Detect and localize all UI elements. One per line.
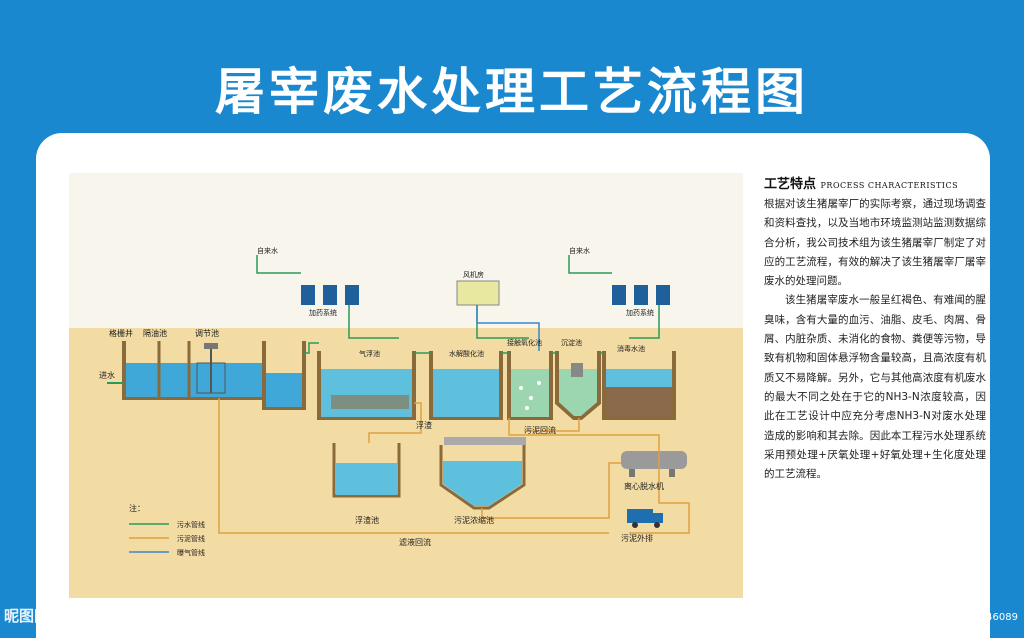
label-water-supply-right: 自来水	[569, 246, 590, 255]
label-sludge-out: 污泥外排	[621, 533, 653, 543]
image-id: ID:2554946 NO:20200408104245646089	[810, 612, 1018, 623]
hydrolysis-tank	[429, 351, 503, 420]
label-inlet: 进水	[99, 370, 115, 380]
watermark: 昵图网 www.nipic.com	[4, 607, 182, 625]
label-scum: 浮渣	[416, 420, 432, 430]
side-paragraph-2: 该生猪屠宰废水一般呈红褐色、有难闻的腥臭味，含有大量的血污、油脂、皮毛、肉屑、骨…	[764, 294, 986, 481]
legend-item-sludge: 污泥管线	[177, 534, 205, 543]
legend: 注： 污水管线 污泥管线 曝气管线	[129, 503, 205, 557]
legend-title: 注：	[129, 503, 145, 513]
label-contact-oxidation: 接触氧化池	[507, 338, 542, 347]
side-heading-cn: 工艺特点	[764, 177, 817, 192]
label-grille-well: 格栅井	[109, 328, 133, 338]
label-dosing-left: 加药系统	[309, 308, 337, 317]
label-filtrate-return: 滤液回流	[399, 537, 431, 547]
label-sludge-return: 污泥回流	[524, 425, 556, 435]
label-dosing-right: 加药系统	[626, 308, 654, 317]
disinfection-tank	[602, 351, 676, 420]
side-paragraph-1: 根据对该生猪屠宰厂的实际考察，通过现场调查和资料查找，以及当地市环境监测站监测数…	[764, 198, 986, 288]
legend-item-aeration: 曝气管线	[177, 548, 205, 557]
blower-house	[456, 280, 500, 306]
label-disinfection: 消毒水池	[617, 344, 645, 353]
label-hydrolysis: 水解酸化池	[449, 349, 484, 358]
label-oil-tank: 隔油池	[143, 328, 167, 338]
contact-oxidation-tank	[507, 351, 553, 420]
content-card: 自来水 自来水 加药系统 加药系统 风机房 格栅井 隔油池 调节池 进水 气浮池…	[36, 133, 990, 638]
sedimentation-tank	[555, 351, 601, 420]
air-flotation-tank	[317, 351, 416, 420]
scum-tank	[332, 443, 401, 498]
aeration-pipes	[476, 305, 540, 351]
pretreatment-tanks	[122, 341, 306, 410]
page-title: 屠宰废水处理工艺流程图	[215, 63, 809, 121]
sky-layer	[69, 173, 743, 328]
label-air-flotation: 气浮池	[359, 349, 380, 358]
label-centrifuge: 离心脱水机	[624, 481, 664, 491]
side-heading-en: PROCESS CHARACTERISTICS	[820, 181, 959, 190]
process-characteristics: 工艺特点 PROCESS CHARACTERISTICS 根据对该生猪屠宰厂的实…	[764, 173, 986, 484]
label-water-supply-left: 自来水	[257, 246, 278, 255]
centrifuge-machine	[621, 451, 687, 477]
process-diagram: 自来水 自来水 加药系统 加药系统 风机房 格栅井 隔油池 调节池 进水 气浮池…	[69, 173, 743, 598]
sludge-pipes	[218, 398, 690, 534]
dosing-system-left	[301, 285, 359, 305]
dosing-system-right	[612, 285, 670, 305]
label-scum-tank: 浮渣池	[355, 515, 379, 525]
legend-item-sewage: 污水管线	[177, 520, 205, 529]
side-heading: 工艺特点 PROCESS CHARACTERISTICS	[764, 173, 986, 192]
label-blower: 风机房	[463, 270, 484, 279]
label-adjust-tank: 调节池	[195, 328, 219, 338]
label-sedimentation: 沉淀池	[561, 338, 582, 347]
sludge-truck	[627, 509, 663, 528]
label-sludge-thickener: 污泥浓缩池	[454, 515, 494, 525]
process-diagram-svg: 自来水 自来水 加药系统 加药系统 风机房 格栅井 隔油池 调节池 进水 气浮池…	[69, 173, 743, 598]
